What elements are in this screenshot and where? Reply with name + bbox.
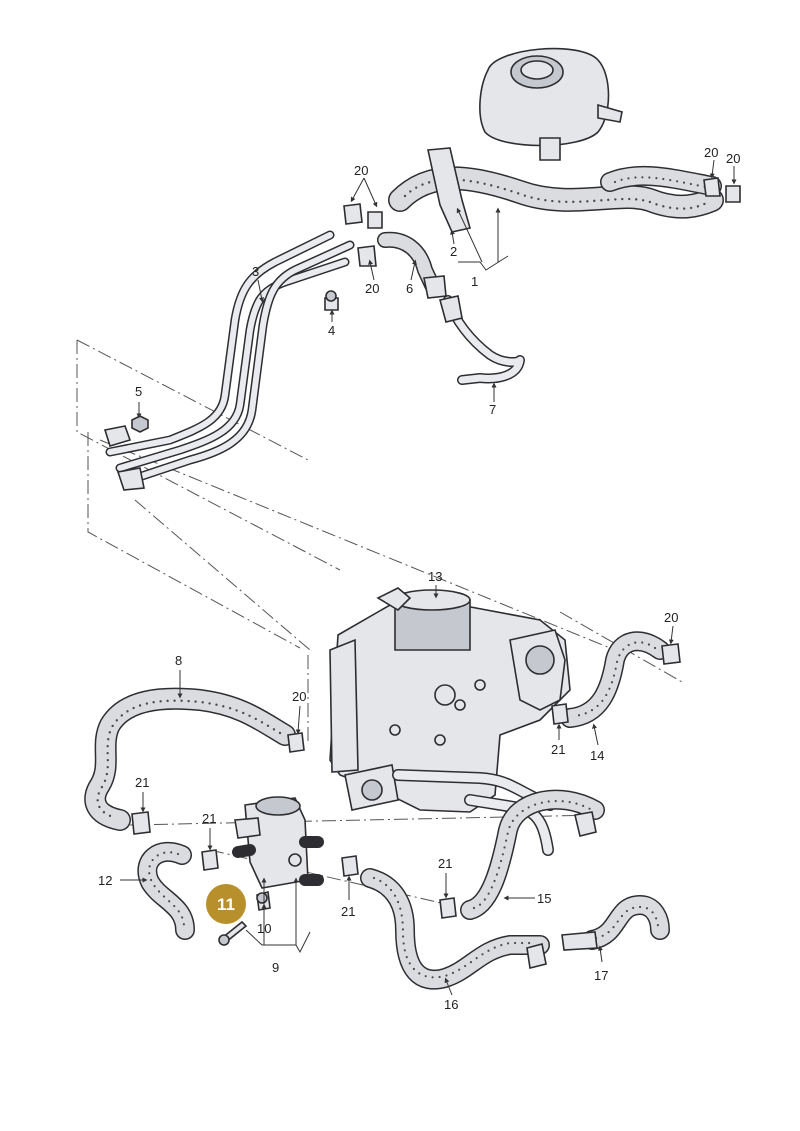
pipe-7 bbox=[439, 295, 525, 385]
label-8: 8 bbox=[175, 653, 182, 668]
label-3: 3 bbox=[252, 264, 259, 279]
screw-11 bbox=[218, 920, 248, 946]
label-20-mid: 20 bbox=[365, 281, 379, 296]
label-10: 10 bbox=[257, 921, 271, 936]
expansion-tank bbox=[479, 47, 623, 161]
label-15: 15 bbox=[537, 891, 551, 906]
label-7: 7 bbox=[489, 402, 496, 417]
label-12: 12 bbox=[98, 873, 112, 888]
label-9: 9 bbox=[272, 960, 279, 975]
label-21-d: 21 bbox=[438, 856, 452, 871]
valve-9 bbox=[232, 796, 324, 889]
label-13: 13 bbox=[428, 569, 442, 584]
label-20-right-a: 20 bbox=[704, 145, 718, 160]
hose-15 bbox=[460, 789, 605, 920]
label-17: 17 bbox=[594, 968, 608, 983]
highlight-badge-circle bbox=[206, 884, 246, 924]
rigid-pipe-3 bbox=[103, 230, 355, 491]
label-16: 16 bbox=[444, 997, 458, 1012]
hose-17 bbox=[561, 895, 670, 951]
label-2: 2 bbox=[450, 244, 457, 259]
label-4: 4 bbox=[328, 323, 335, 338]
nut-5 bbox=[131, 415, 149, 433]
label-21-b: 21 bbox=[135, 775, 149, 790]
highlight-badge-label: 11 bbox=[217, 895, 235, 914]
label-20-left-low: 20 bbox=[292, 689, 306, 704]
label-21-c: 21 bbox=[202, 811, 216, 826]
hose-14 bbox=[560, 631, 670, 728]
label-20-right-b: 20 bbox=[726, 151, 740, 166]
hose-6 bbox=[377, 231, 447, 299]
label-6: 6 bbox=[406, 281, 413, 296]
label-21-a: 21 bbox=[551, 742, 565, 757]
hose-8 bbox=[84, 687, 296, 831]
part-labels: 20 20 20 20 2 1 3 6 4 5 7 13 20 8 20 21 … bbox=[98, 145, 740, 1012]
label-14: 14 bbox=[590, 748, 604, 763]
hose-12 bbox=[137, 841, 195, 940]
label-20-top: 20 bbox=[354, 163, 368, 178]
hose-16 bbox=[360, 868, 550, 990]
clamps-lower bbox=[131, 643, 681, 969]
label-1: 1 bbox=[471, 274, 478, 289]
highlight-badge-11[interactable]: 11 bbox=[206, 884, 246, 924]
heater-unit-13 bbox=[329, 587, 571, 856]
label-21-e: 21 bbox=[341, 904, 355, 919]
coolant-hose-1 bbox=[388, 165, 724, 219]
label-5: 5 bbox=[135, 384, 142, 399]
leader-lines bbox=[120, 159, 737, 996]
label-20-right-low: 20 bbox=[664, 610, 678, 625]
bolt-4 bbox=[324, 290, 339, 311]
